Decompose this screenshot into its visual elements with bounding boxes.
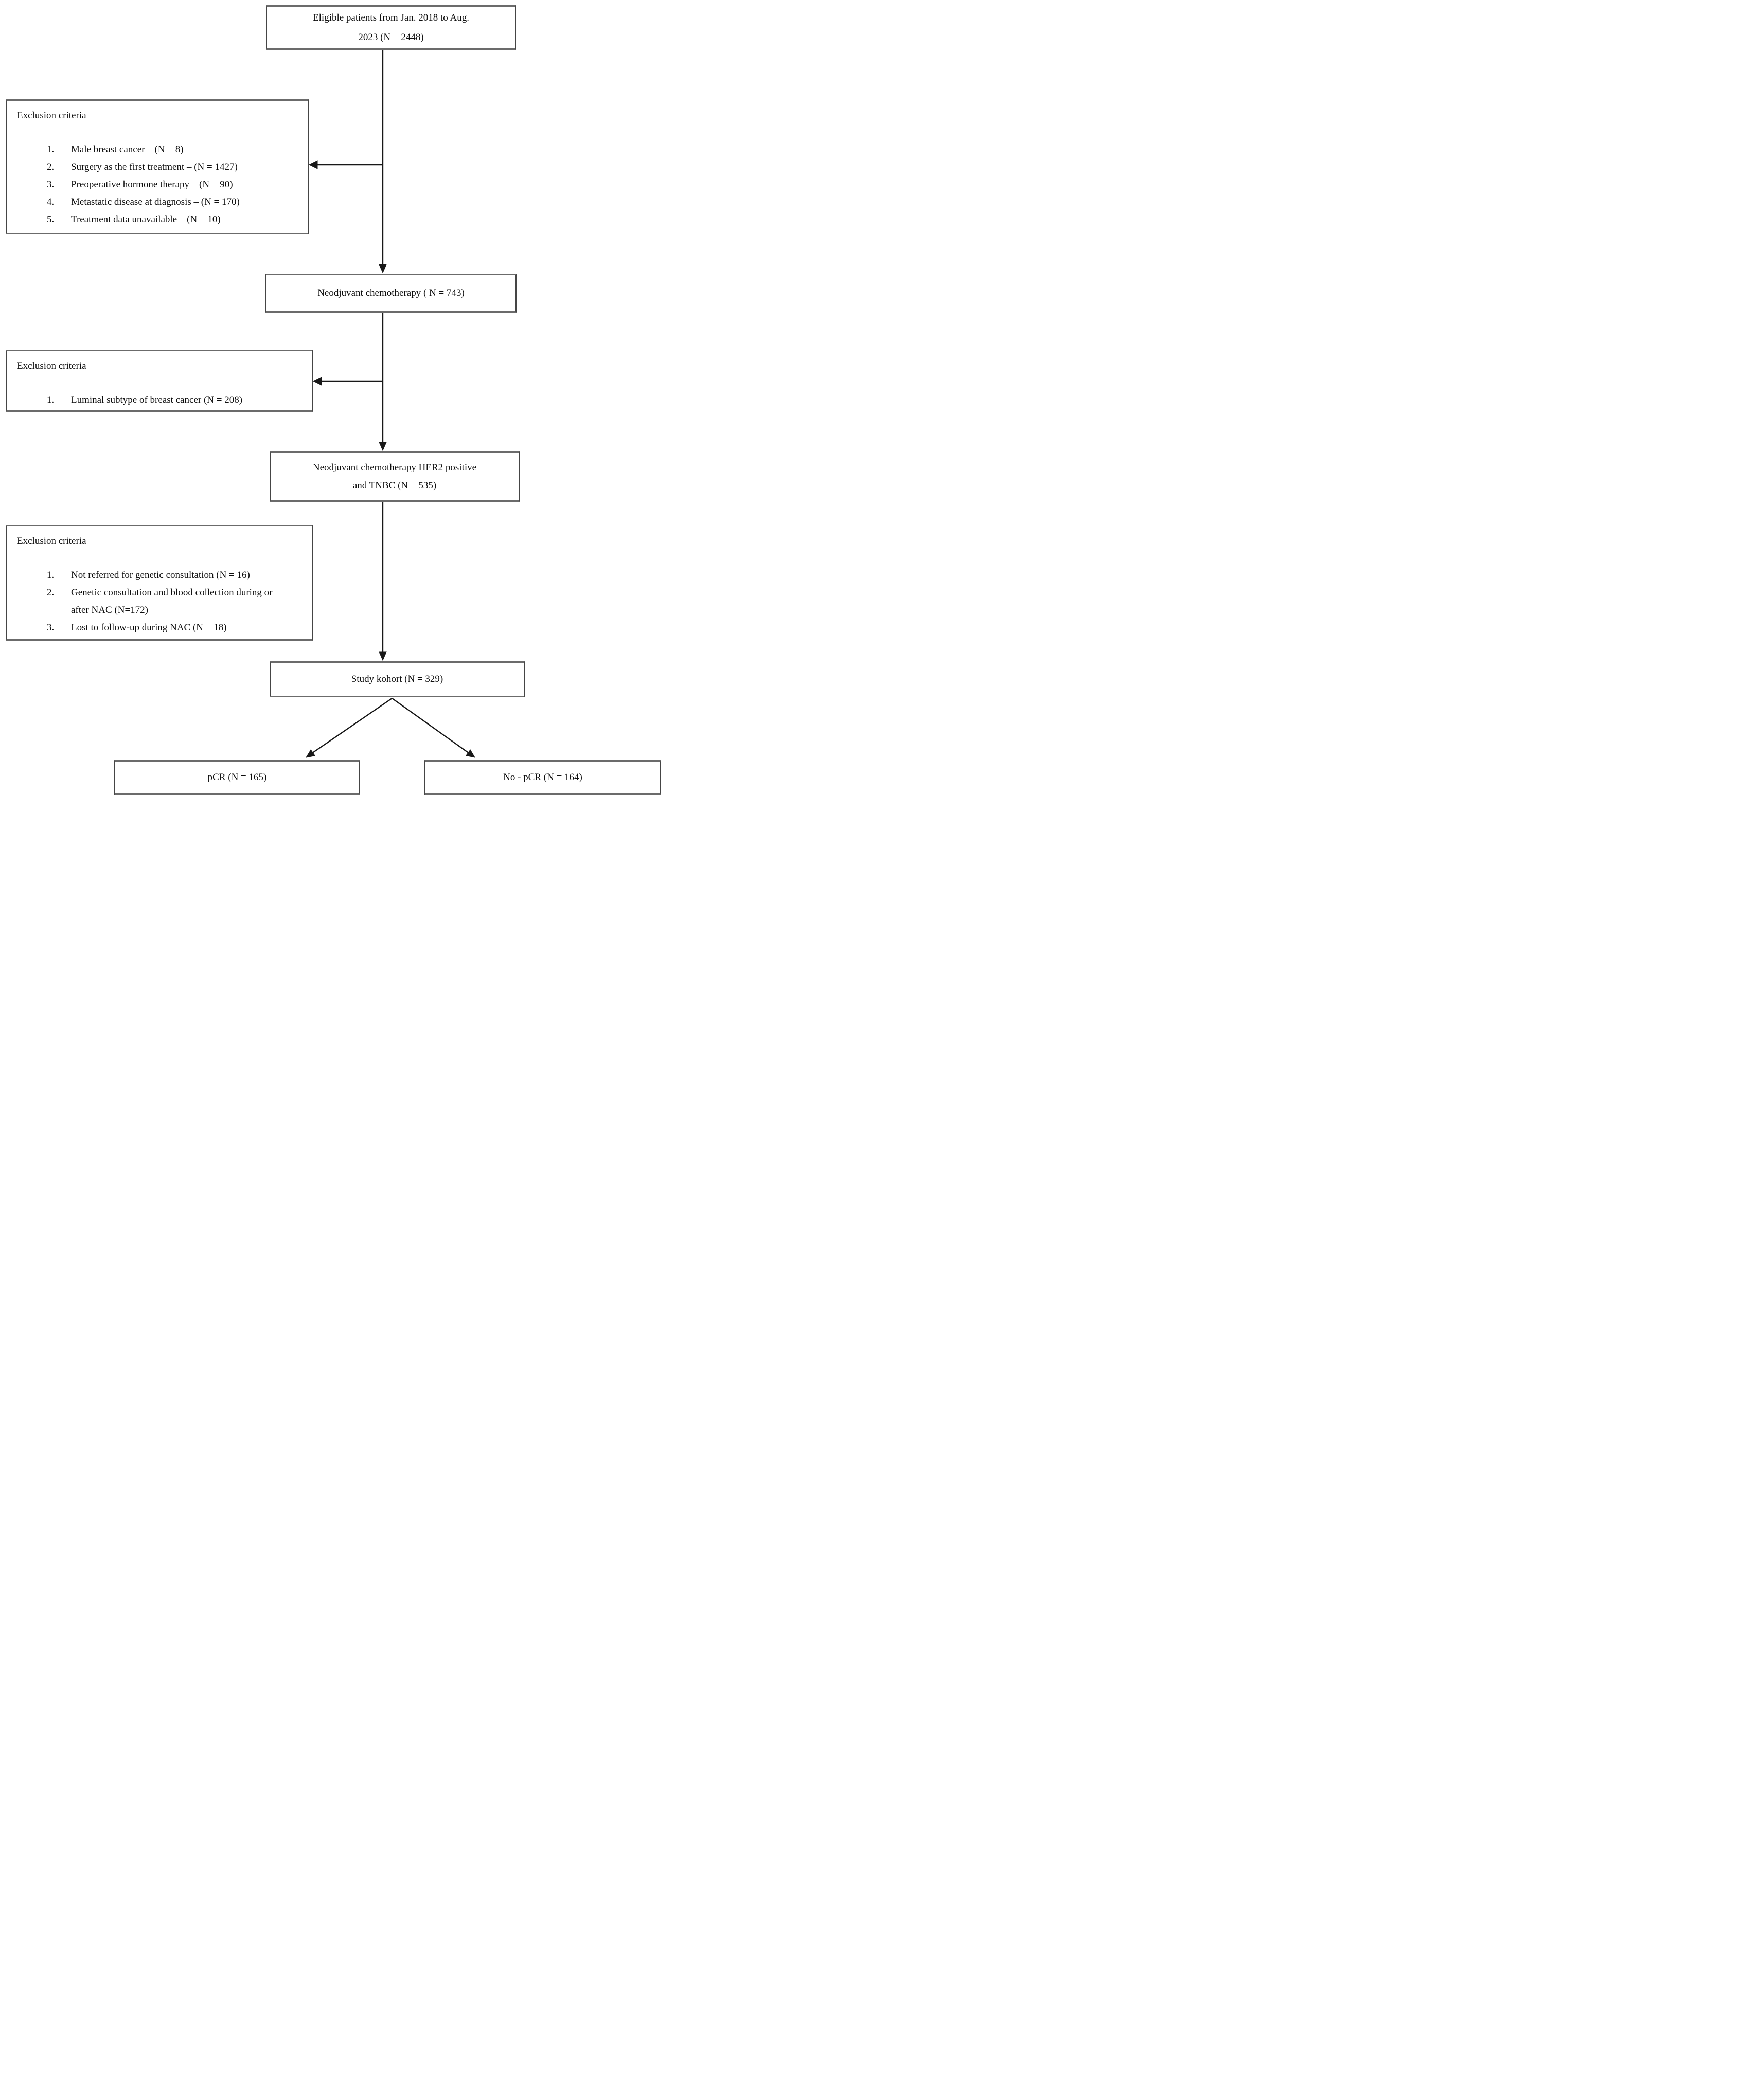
arrow-study-to-pcr-head [305,749,316,758]
box-eligible-patients-line2: 2023 (N = 2448) [358,31,424,43]
box-exclusion-criteria-1: Exclusion criteria 1. Male breast cancer… [6,99,309,234]
arrow-eligible-to-nac [379,50,387,274]
box-exclusion-criteria-2: Exclusion criteria 1. Luminal subtype of… [6,350,313,412]
exclusion-1-item: 1. Male breast cancer – (N = 8) [47,141,301,158]
arrow-to-exclusion-1 [308,160,383,169]
exclusion-3-item: 1. Not referred for genetic consultation… [47,567,306,584]
box-no-pcr-text: No - pCR (N = 164) [503,772,582,783]
box-pcr: pCR (N = 165) [114,760,360,795]
arrow-nac-to-her2-head [379,442,387,451]
exclusion-2-list: 1. Luminal subtype of breast cancer (N =… [17,392,306,409]
box-eligible-patients-line1: Eligible patients from Jan. 2018 to Aug. [313,12,469,23]
box-neoadjuvant-chemotherapy: Neodjuvant chemotherapy ( N = 743) [265,274,517,313]
exclusion-1-heading: Exclusion criteria [17,110,86,121]
exclusion-1-item-num: 2. [47,162,55,173]
arrow-study-to-pcr-line [311,698,393,754]
exclusion-1-item: 3. Preoperative hormone therapy – (N = 9… [47,176,301,193]
exclusion-1-item-text: Metastatic disease at diagnosis – (N = 1… [71,197,240,208]
exclusion-3-item-num: 2. [47,587,55,598]
exclusion-1-list: 1. Male breast cancer – (N = 8) 2. Surge… [17,141,301,228]
exclusion-2-item: 1. Luminal subtype of breast cancer (N =… [47,392,306,409]
box-neoadjuvant-chemotherapy-text: Neodjuvant chemotherapy ( N = 743) [317,288,465,298]
exclusion-1-item: 4. Metastatic disease at diagnosis – (N … [47,193,301,211]
arrow-to-exclusion-1-head [308,160,318,169]
box-nac-her2-tnbc-line1: Neodjuvant chemotherapy HER2 positive [312,462,477,473]
patient-flow-diagram: Eligible patients from Jan. 2018 to Aug.… [0,0,667,796]
exclusion-3-list: 1. Not referred for genetic consultation… [17,567,306,637]
exclusion-3-item-num: 1. [47,570,55,581]
exclusion-1-item-text: Surgery as the first treatment – (N = 14… [71,162,238,173]
arrow-study-to-pcr [305,698,393,758]
arrow-study-to-nopcr [392,698,476,758]
exclusion-2-item-text: Luminal subtype of breast cancer (N = 20… [71,395,243,406]
exclusion-3-item-text: Lost to follow-up during NAC (N = 18) [71,622,227,633]
arrow-study-to-nopcr-line [392,698,470,754]
exclusion-1-item-text: Treatment data unavailable – (N = 10) [71,214,221,225]
box-nac-her2-tnbc-line2: and TNBC (N = 535) [352,480,437,491]
flow-connectors [305,50,476,758]
exclusion-3-item: 2. Genetic consultation and blood collec… [47,584,306,619]
arrow-her2-to-study [379,502,387,661]
box-eligible-patients: Eligible patients from Jan. 2018 to Aug.… [266,5,516,50]
exclusion-1-item-text: Preoperative hormone therapy – (N = 90) [71,179,233,190]
exclusion-1-item: 5. Treatment data unavailable – (N = 10) [47,211,301,228]
exclusion-1-item-text: Male breast cancer – (N = 8) [71,144,184,155]
exclusion-2-item-num: 1. [47,395,55,406]
box-study-cohort: Study kohort (N = 329) [270,661,525,697]
arrow-her2-to-study-head [379,651,387,661]
arrow-nac-to-her2 [379,313,387,451]
exclusion-1-item-num: 5. [47,214,55,225]
exclusion-3-item-num: 3. [47,622,55,633]
box-pcr-text: pCR (N = 165) [207,772,267,783]
arrow-eligible-to-nac-head [379,264,387,274]
exclusion-3-item-text: Not referred for genetic consultation (N… [71,570,250,581]
exclusion-2-heading: Exclusion criteria [17,361,86,372]
exclusion-3-heading: Exclusion criteria [17,536,86,546]
exclusion-3-item: 3. Lost to follow-up during NAC (N = 18) [47,619,306,637]
exclusion-1-item: 2. Surgery as the first treatment – (N =… [47,158,301,176]
exclusion-3-item-text: Genetic consultation and blood collectio… [71,587,273,616]
box-study-cohort-text: Study kohort (N = 329) [351,674,443,684]
arrow-to-exclusion-2 [312,377,383,386]
box-nac-her2-tnbc: Neodjuvant chemotherapy HER2 positive an… [270,451,520,502]
exclusion-1-item-num: 3. [47,179,55,190]
box-exclusion-criteria-3: Exclusion criteria 1. Not referred for g… [6,525,313,641]
box-no-pcr: No - pCR (N = 164) [424,760,661,795]
arrow-to-exclusion-2-head [312,377,322,386]
arrow-study-to-nopcr-head [466,749,476,758]
exclusion-1-item-num: 1. [47,144,55,155]
exclusion-1-item-num: 4. [47,197,55,208]
